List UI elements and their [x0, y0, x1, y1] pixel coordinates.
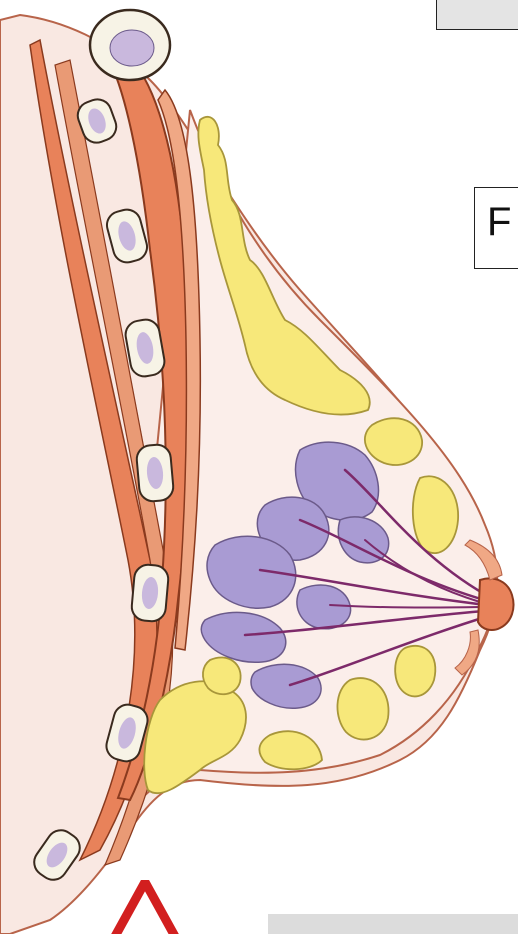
warning-sign-icon: [100, 880, 190, 934]
fat-lobule-1: [365, 418, 422, 465]
fat-lobule-4: [337, 678, 388, 739]
clavicle-bone: [90, 10, 170, 80]
rib-4: [136, 444, 175, 503]
fat-lobule-3: [395, 646, 435, 697]
lobule-center: [297, 585, 351, 629]
top-label-box: [436, 0, 518, 30]
bottom-bar: [268, 914, 518, 934]
label-box-f: F: [474, 187, 518, 269]
rib-5: [131, 564, 170, 623]
fat-lobule-7: [203, 657, 241, 694]
label-text: F: [487, 200, 511, 244]
nipple: [478, 578, 514, 630]
